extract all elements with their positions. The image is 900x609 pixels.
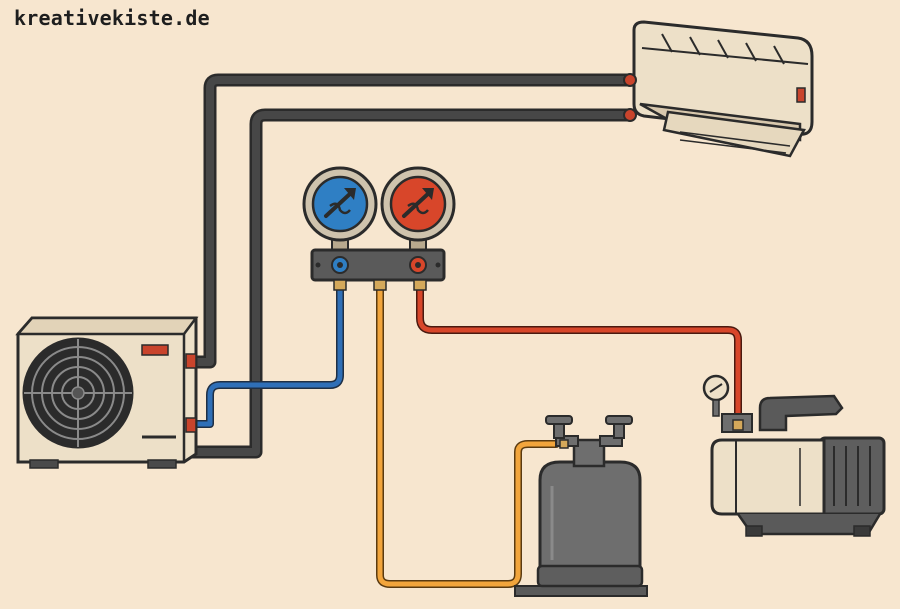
- indoor-indicator: [796, 87, 806, 103]
- outdoor-indicator: [141, 344, 169, 356]
- refrigerant-cylinder: [514, 415, 648, 597]
- vacuum-pump: [702, 374, 886, 537]
- service-hoses: [190, 282, 742, 588]
- manifold-gauge-set: [302, 166, 456, 291]
- pressure-gauge-icon: [380, 166, 456, 242]
- fan-icon: [22, 337, 134, 449]
- brand-text: kreativekiste.de: [14, 6, 210, 30]
- indoor-unit: [623, 20, 814, 158]
- refrigerant-lines: [183, 73, 635, 459]
- pressure-gauge-icon: [302, 166, 378, 242]
- valve-icon: [185, 353, 197, 369]
- outdoor-unit: [15, 316, 199, 469]
- red-hose: [416, 282, 742, 424]
